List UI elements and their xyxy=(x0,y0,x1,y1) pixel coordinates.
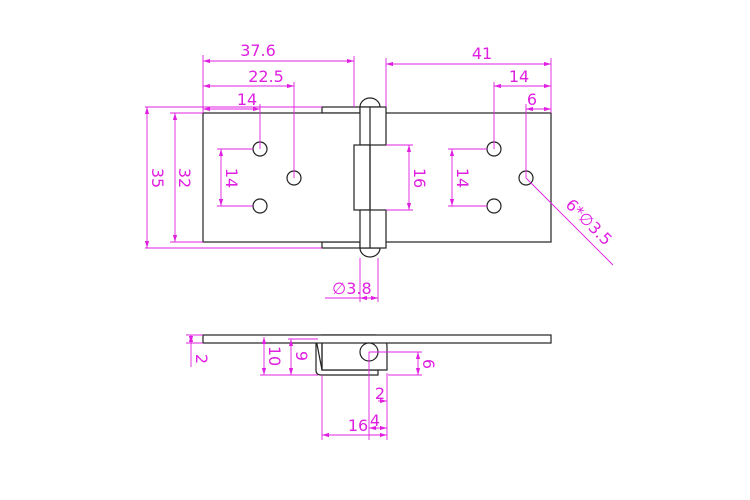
bottom-pin-dome xyxy=(359,247,381,258)
lower-leaf-bend xyxy=(315,338,379,376)
dim-32: 32 xyxy=(175,168,194,188)
side-view: 2 10 9 6 2 4 16 xyxy=(186,334,552,440)
extension-lines xyxy=(145,55,552,302)
dim-9: 9 xyxy=(292,351,311,361)
hole xyxy=(486,198,502,214)
middle-knuckle xyxy=(353,144,371,211)
dim-16: 16 xyxy=(410,168,429,188)
dim-22-5: 22.5 xyxy=(248,67,284,86)
side-dimension-lines xyxy=(188,335,421,438)
dim-10: 10 xyxy=(265,346,284,366)
side-view-labels: 2 10 9 6 2 4 16 xyxy=(192,346,438,435)
plate xyxy=(202,334,552,344)
bottom-leaf-tab xyxy=(321,241,361,249)
dim-2-offset: 2 xyxy=(375,384,385,403)
dim-14-right-vertical: 14 xyxy=(453,168,472,188)
dim-4: 4 xyxy=(370,411,380,430)
top-knuckle xyxy=(359,106,387,146)
dim-6-pin: 6 xyxy=(419,359,438,369)
pin-diameter: ∅3.8 xyxy=(332,279,371,298)
top-view: 37.6 41 22.5 14 14 6 35 32 14 16 14 6*∅3… xyxy=(144,41,616,302)
dim-14-left-vertical: 14 xyxy=(222,168,241,188)
dim-14-right: 14 xyxy=(509,67,529,86)
bottom-knuckle xyxy=(359,209,387,249)
dim-41: 41 xyxy=(472,44,492,63)
top-pin-dome xyxy=(359,97,381,108)
dim-14-left: 14 xyxy=(237,90,257,109)
dim-37-6: 37.6 xyxy=(240,41,276,60)
dimension-lines xyxy=(144,58,614,301)
dim-2-thickness: 2 xyxy=(192,354,211,364)
dim-16-width: 16 xyxy=(348,416,368,435)
dim-6-edge: 6 xyxy=(527,90,537,109)
top-leaf-tab xyxy=(321,106,361,114)
side-extension-lines xyxy=(186,334,422,440)
dim-35: 35 xyxy=(148,168,167,188)
hole xyxy=(252,198,268,214)
